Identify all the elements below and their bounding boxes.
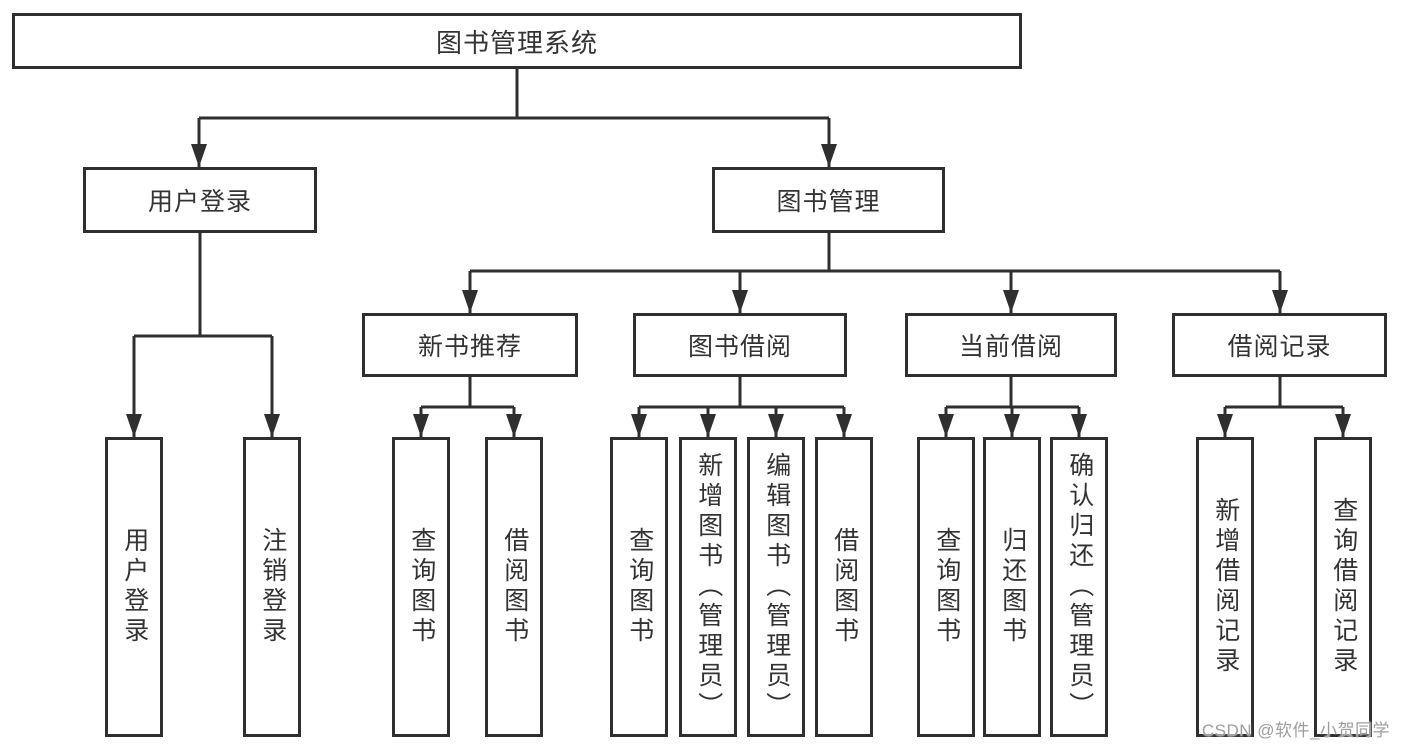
leaf-label: 确认归还（管理员） xyxy=(1065,452,1094,722)
node-borrowing-records: 借阅记录 xyxy=(1172,313,1387,377)
leaf-label: 查询图书 xyxy=(932,527,961,647)
leaf-add-borrow-record: 新增借阅记录 xyxy=(1196,437,1254,737)
node-label: 图书管理 xyxy=(776,188,881,216)
node-label: 用户登录 xyxy=(147,188,252,216)
node-label: 新书推荐 xyxy=(417,333,522,361)
leaf-add-books-admin: 新增图书（管理员） xyxy=(679,437,737,737)
leaf-label: 查询图书 xyxy=(625,527,654,647)
node-book-management: 图书管理 xyxy=(712,167,945,233)
leaf-query-books-current: 查询图书 xyxy=(917,437,975,737)
leaf-logout: 注销登录 xyxy=(243,437,301,737)
node-user-login: 用户登录 xyxy=(83,167,317,233)
leaf-user-login: 用户登录 xyxy=(105,437,163,737)
node-current-borrowing: 当前借阅 xyxy=(905,313,1117,377)
leaf-return-books: 归还图书 xyxy=(983,437,1041,737)
leaf-label: 查询图书 xyxy=(407,527,436,647)
leaf-label: 用户登录 xyxy=(120,527,149,647)
leaf-borrow-books: 借阅图书 xyxy=(815,437,873,737)
leaf-label: 借阅图书 xyxy=(830,527,859,647)
leaf-edit-books-admin: 编辑图书（管理员） xyxy=(747,437,805,737)
leaf-label: 编辑图书（管理员） xyxy=(762,452,791,722)
leaf-query-books-borrow: 查询图书 xyxy=(610,437,668,737)
leaf-borrow-books-recommend: 借阅图书 xyxy=(485,437,543,737)
leaf-label: 查询借阅记录 xyxy=(1329,497,1358,677)
leaf-label: 归还图书 xyxy=(998,527,1027,647)
node-book-borrowing: 图书借阅 xyxy=(633,313,847,377)
node-label: 借阅记录 xyxy=(1227,333,1332,361)
node-label: 图书管理系统 xyxy=(435,27,598,58)
leaf-query-borrow-record: 查询借阅记录 xyxy=(1314,437,1372,737)
leaf-label: 借阅图书 xyxy=(500,527,529,647)
leaf-label: 新增借阅记录 xyxy=(1211,497,1240,677)
leaf-query-books-recommend: 查询图书 xyxy=(392,437,450,737)
leaf-confirm-return-admin: 确认归还（管理员） xyxy=(1050,437,1108,737)
node-label: 当前借阅 xyxy=(958,333,1063,361)
leaf-label: 注销登录 xyxy=(258,527,287,647)
node-new-book-recommendation: 新书推荐 xyxy=(362,313,578,377)
csdn-watermark: CSDN @软件_小贺同学 xyxy=(1201,721,1390,740)
leaf-label: 新增图书（管理员） xyxy=(694,452,723,722)
node-label: 图书借阅 xyxy=(687,333,792,361)
node-library-management-system: 图书管理系统 xyxy=(12,13,1022,69)
